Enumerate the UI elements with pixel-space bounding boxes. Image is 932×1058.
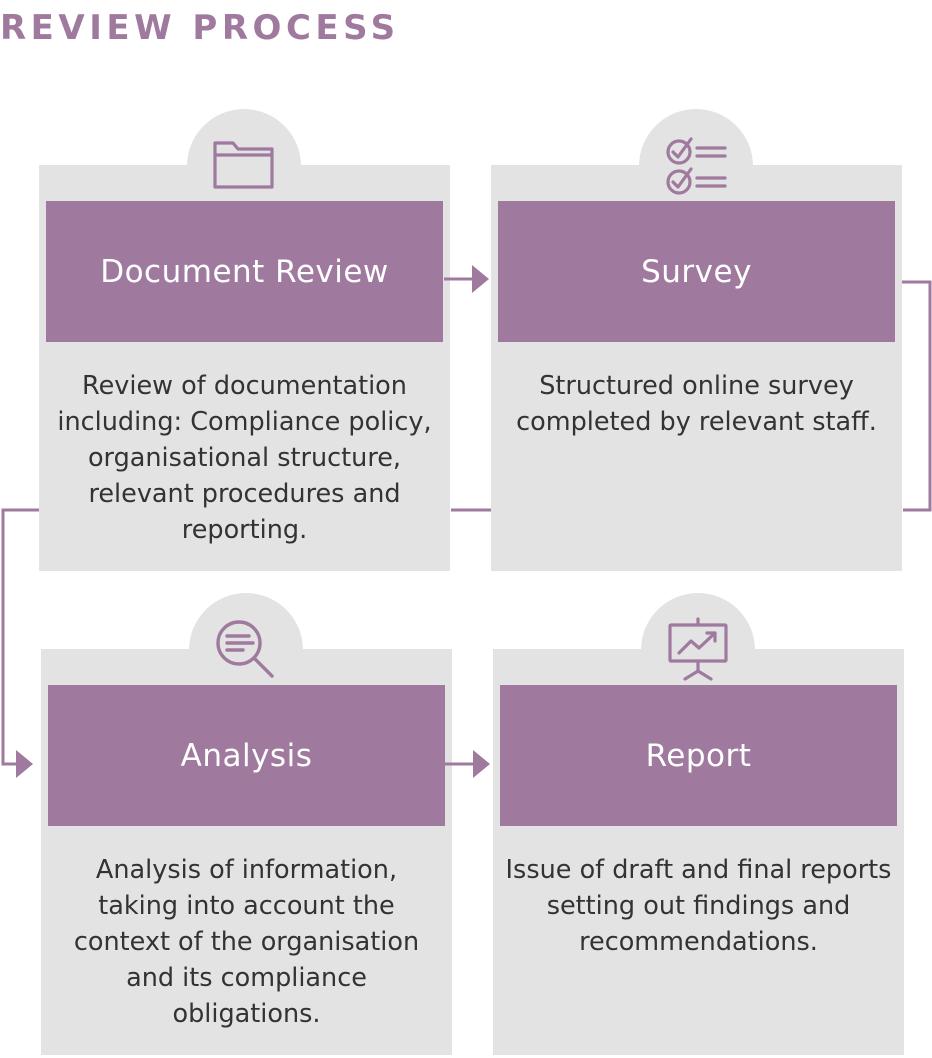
step-description-analysis: Analysis of information, taking into acc… — [73, 855, 420, 1029]
step-description-report: Issue of draft and final reports setting… — [505, 855, 892, 957]
arrowhead-survey-to-analysis — [16, 750, 33, 778]
step-description-survey: Structured online survey completed by re… — [516, 371, 877, 437]
arrowhead-document-review-to-survey — [472, 265, 489, 293]
connector-survey-to-analysis — [1, 280, 932, 766]
page-title: REVIEW PROCESS — [0, 8, 400, 48]
step-card-survey: Survey Structured online survey complete… — [491, 109, 902, 571]
step-heading-report: Report — [500, 685, 897, 826]
step-heading-document-review: Document Review — [46, 201, 443, 342]
step-description-document-review: Review of documentation including: Compl… — [57, 371, 432, 545]
step-card-report: Report Issue of draft and final reports … — [493, 593, 904, 1055]
step-heading-survey: Survey — [498, 201, 895, 342]
step-heading-analysis: Analysis — [48, 685, 445, 826]
arrowhead-analysis-to-report — [473, 750, 490, 778]
step-card-analysis: Analysis Analysis of information, taking… — [41, 593, 452, 1055]
step-card-document-review: Document Review Review of documentation … — [39, 109, 450, 571]
